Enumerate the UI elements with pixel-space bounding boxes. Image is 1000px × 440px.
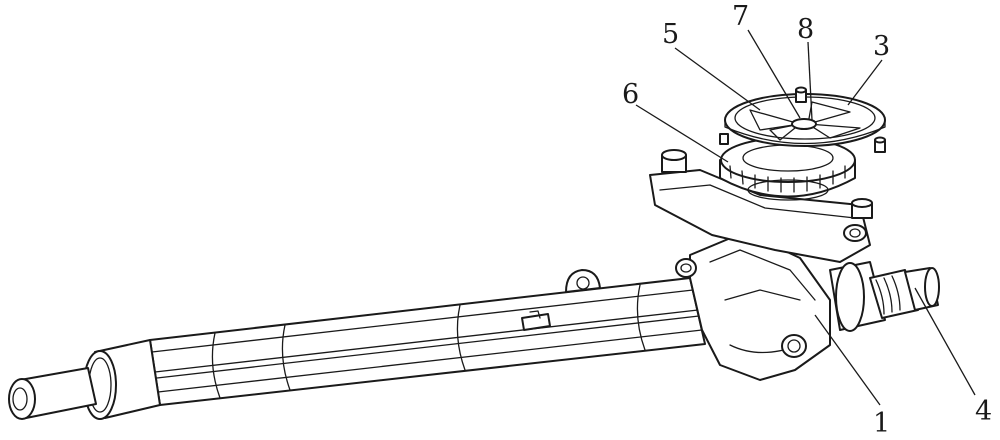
left-rod-end (9, 340, 160, 419)
rack-housing-tube (150, 278, 705, 405)
label-part-6: 6 (622, 79, 639, 110)
leader-4 (915, 288, 975, 395)
label-part-5: 5 (662, 19, 679, 50)
label-part-8: 8 (797, 14, 814, 45)
label-part-7: 7 (732, 1, 749, 32)
leader-5 (675, 48, 760, 110)
right-rod-end (830, 262, 939, 331)
label-part-4: 4 (975, 396, 992, 427)
flange-bolt (662, 150, 686, 172)
mounting-lug (566, 270, 600, 292)
leader-3 (848, 60, 882, 105)
label-part-3: 3 (873, 31, 890, 62)
center-hub (792, 119, 816, 129)
label-part-1: 1 (873, 408, 890, 439)
flange-bolt (852, 199, 872, 218)
